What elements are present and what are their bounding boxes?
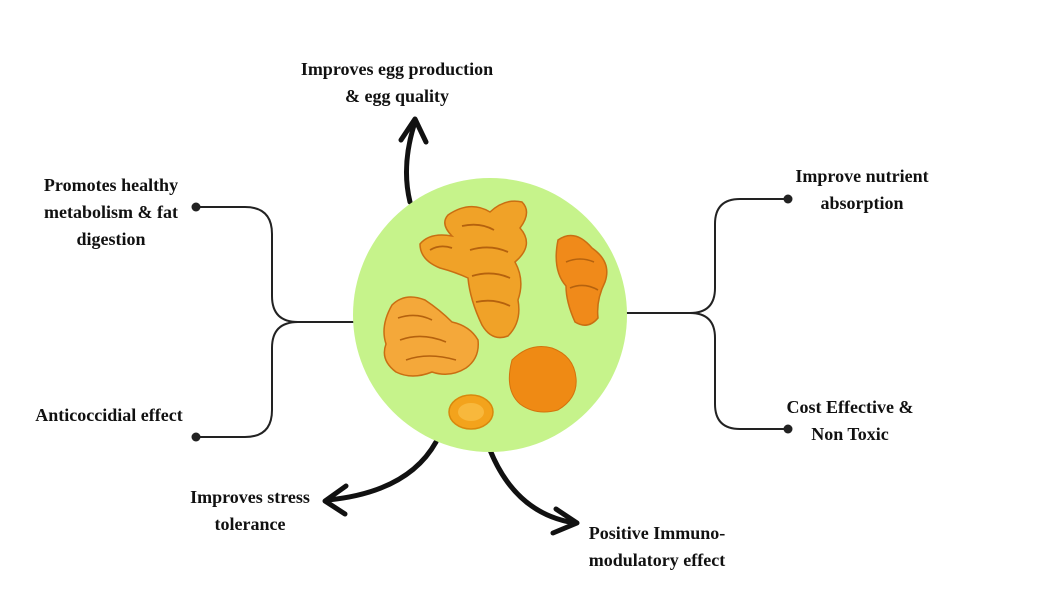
label-nutrient: Improve nutrient absorption: [772, 163, 952, 217]
label-stress-tolerance: Improves stress tolerance: [172, 484, 328, 538]
label-stress-line2: tolerance: [214, 514, 286, 534]
label-immunomodulatory: Positive Immuno- modulatory effect: [570, 520, 744, 574]
label-immuno-line2: modulatory effect: [588, 550, 726, 570]
label-egg-line2: & egg quality: [344, 86, 449, 106]
turmeric-roots-icon: [383, 200, 608, 430]
label-metabolism-line2: metabolism & fat: [44, 202, 178, 222]
label-anticoccidial: Anticoccidial effect: [18, 402, 200, 429]
label-nutrient-line1: Improve nutrient: [795, 166, 929, 186]
arrow-immuno-head: [550, 506, 580, 536]
node-dot-nutrient: [783, 194, 793, 204]
label-immuno-line1: Positive Immuno-: [588, 523, 726, 543]
node-dot-cost: [783, 424, 793, 434]
label-stress-line1: Improves stress: [190, 487, 310, 507]
connector-nutrient: [625, 198, 788, 314]
turmeric-powder: [508, 346, 577, 413]
label-metabolism-line1: Promotes healthy: [43, 175, 179, 195]
label-cost-line1: Cost Effective &: [786, 397, 914, 417]
label-cost-effective: Cost Effective & Non Toxic: [762, 394, 938, 448]
arrow-egg-shaft: [403, 119, 418, 205]
arrow-stress-head: [322, 483, 349, 517]
arrow-stress-shaft: [325, 439, 439, 503]
left-connectors: [196, 206, 355, 438]
turmeric-root-left: [383, 296, 479, 377]
right-connectors: [625, 198, 788, 430]
label-anticoccidial-line1: Anticoccidial effect: [35, 405, 183, 425]
turmeric-root-right: [555, 234, 608, 326]
node-dot-metabolism: [191, 202, 201, 212]
connector-anticoccidial: [196, 321, 299, 438]
label-egg-line1: Improves egg production: [300, 59, 494, 79]
connector-cost: [689, 312, 788, 430]
label-egg-production: Improves egg production & egg quality: [282, 56, 512, 110]
turmeric-root-top: [419, 200, 528, 339]
connector-metabolism: [196, 206, 355, 323]
arrow-immuno-shaft: [487, 447, 578, 526]
label-metabolism-line3: digestion: [76, 229, 146, 249]
node-dot-anticoccidial: [191, 432, 201, 442]
arrows: [322, 116, 580, 536]
label-nutrient-line2: absorption: [820, 193, 904, 213]
label-cost-line2: Non Toxic: [811, 424, 889, 444]
arrow-egg-head: [398, 116, 429, 145]
label-metabolism: Promotes healthy metabolism & fat digest…: [20, 172, 202, 253]
